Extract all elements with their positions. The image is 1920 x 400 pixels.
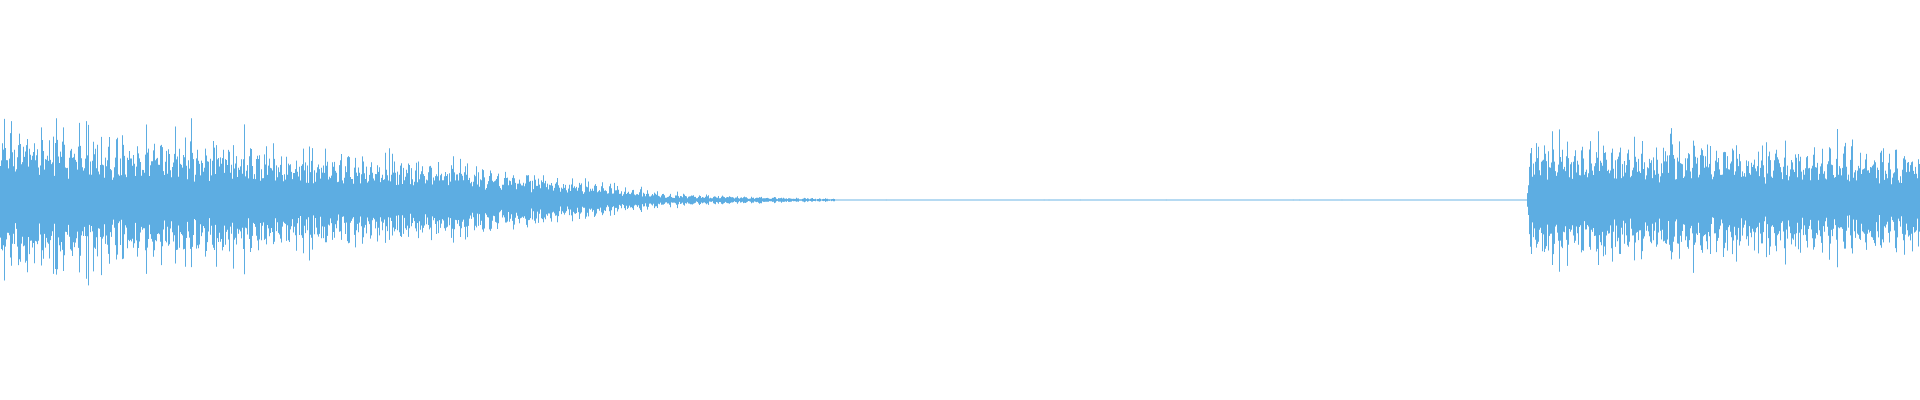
- silence-speck: [1292, 199, 1294, 201]
- waveform-peaks: [0, 118, 1920, 286]
- silence-speck: [1341, 199, 1343, 201]
- silence-speck: [1299, 199, 1301, 201]
- silence-speck: [1079, 199, 1081, 201]
- silence-speck: [1048, 199, 1050, 201]
- waveform-path: [0, 118, 1920, 286]
- silence-speck: [885, 199, 887, 201]
- waveform-silence-specks: [885, 199, 1343, 201]
- silence-speck: [1165, 199, 1167, 201]
- silence-speck: [1043, 199, 1045, 201]
